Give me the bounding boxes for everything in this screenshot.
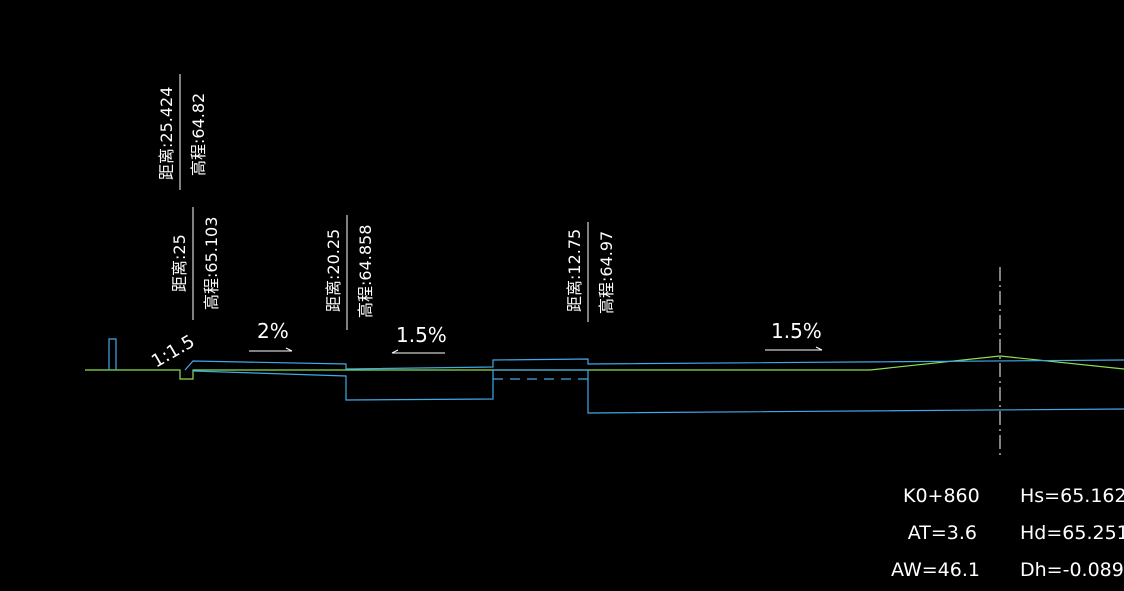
subgrade-line: [192, 369, 1124, 414]
ground-line: [85, 355, 1124, 380]
slope-label-1: 2%: [257, 319, 289, 343]
annotation-4-distance: 距离:12.75: [565, 229, 584, 312]
annotation-4-elevation: 高程:64.97: [597, 231, 616, 314]
annotation-1-elevation: 高程:64.82: [189, 93, 208, 176]
annotation-3-elevation: 高程:64.858: [356, 225, 375, 318]
slope-arrow-3: [765, 346, 823, 351]
road-surface-left: [184, 358, 1124, 371]
left-post: [108, 338, 117, 370]
side-slope-label: 1:1.5: [148, 331, 198, 372]
annotation-leaders: [179, 74, 589, 330]
design-section: [108, 338, 1124, 414]
station-text: K0+860: [903, 485, 980, 507]
annotation-3-distance: 距离:20.25: [324, 229, 343, 312]
slope-arrow-1: [249, 347, 293, 352]
hs-text: Hs=65.162: [1020, 485, 1124, 507]
slope-arrow-2: [391, 349, 445, 354]
annotation-2-elevation: 高程:65.103: [202, 217, 221, 310]
info-block: K0+860 AT=3.6 AW=46.1 Hs=65.162 Hd=65.25…: [891, 485, 1124, 581]
annotation-1-distance: 距离:25.424: [157, 87, 176, 180]
slope-label-2: 1.5%: [396, 323, 447, 347]
aw-text: AW=46.1: [891, 559, 980, 581]
hd-text: Hd=65.251: [1020, 522, 1124, 544]
slope-label-3: 1.5%: [771, 319, 822, 343]
annotation-2-distance: 距离:25: [170, 234, 189, 292]
slope-arrows: [249, 346, 823, 354]
at-text: AT=3.6: [908, 522, 977, 544]
dh-text: Dh=-0.089: [1020, 559, 1124, 581]
